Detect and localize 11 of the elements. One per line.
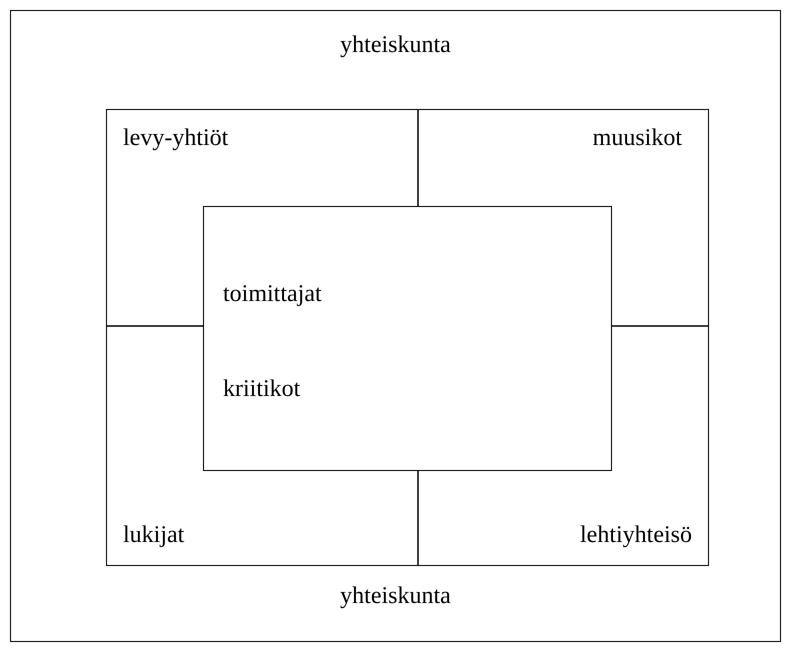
inner-frame (106, 109, 709, 566)
text-label: kriitikot (223, 377, 300, 401)
region-label: lukijat (123, 523, 184, 547)
region-label: muusikot (592, 126, 682, 150)
region-label: lehtiyhteisö (580, 523, 692, 547)
text-label: yhteiskunta (340, 584, 451, 608)
text-label: toimittajat (223, 282, 322, 306)
region-label: levy-yhtiöt (123, 126, 228, 150)
outer-frame (10, 10, 781, 642)
text-label: yhteiskunta (340, 33, 451, 57)
center-box (203, 206, 612, 471)
